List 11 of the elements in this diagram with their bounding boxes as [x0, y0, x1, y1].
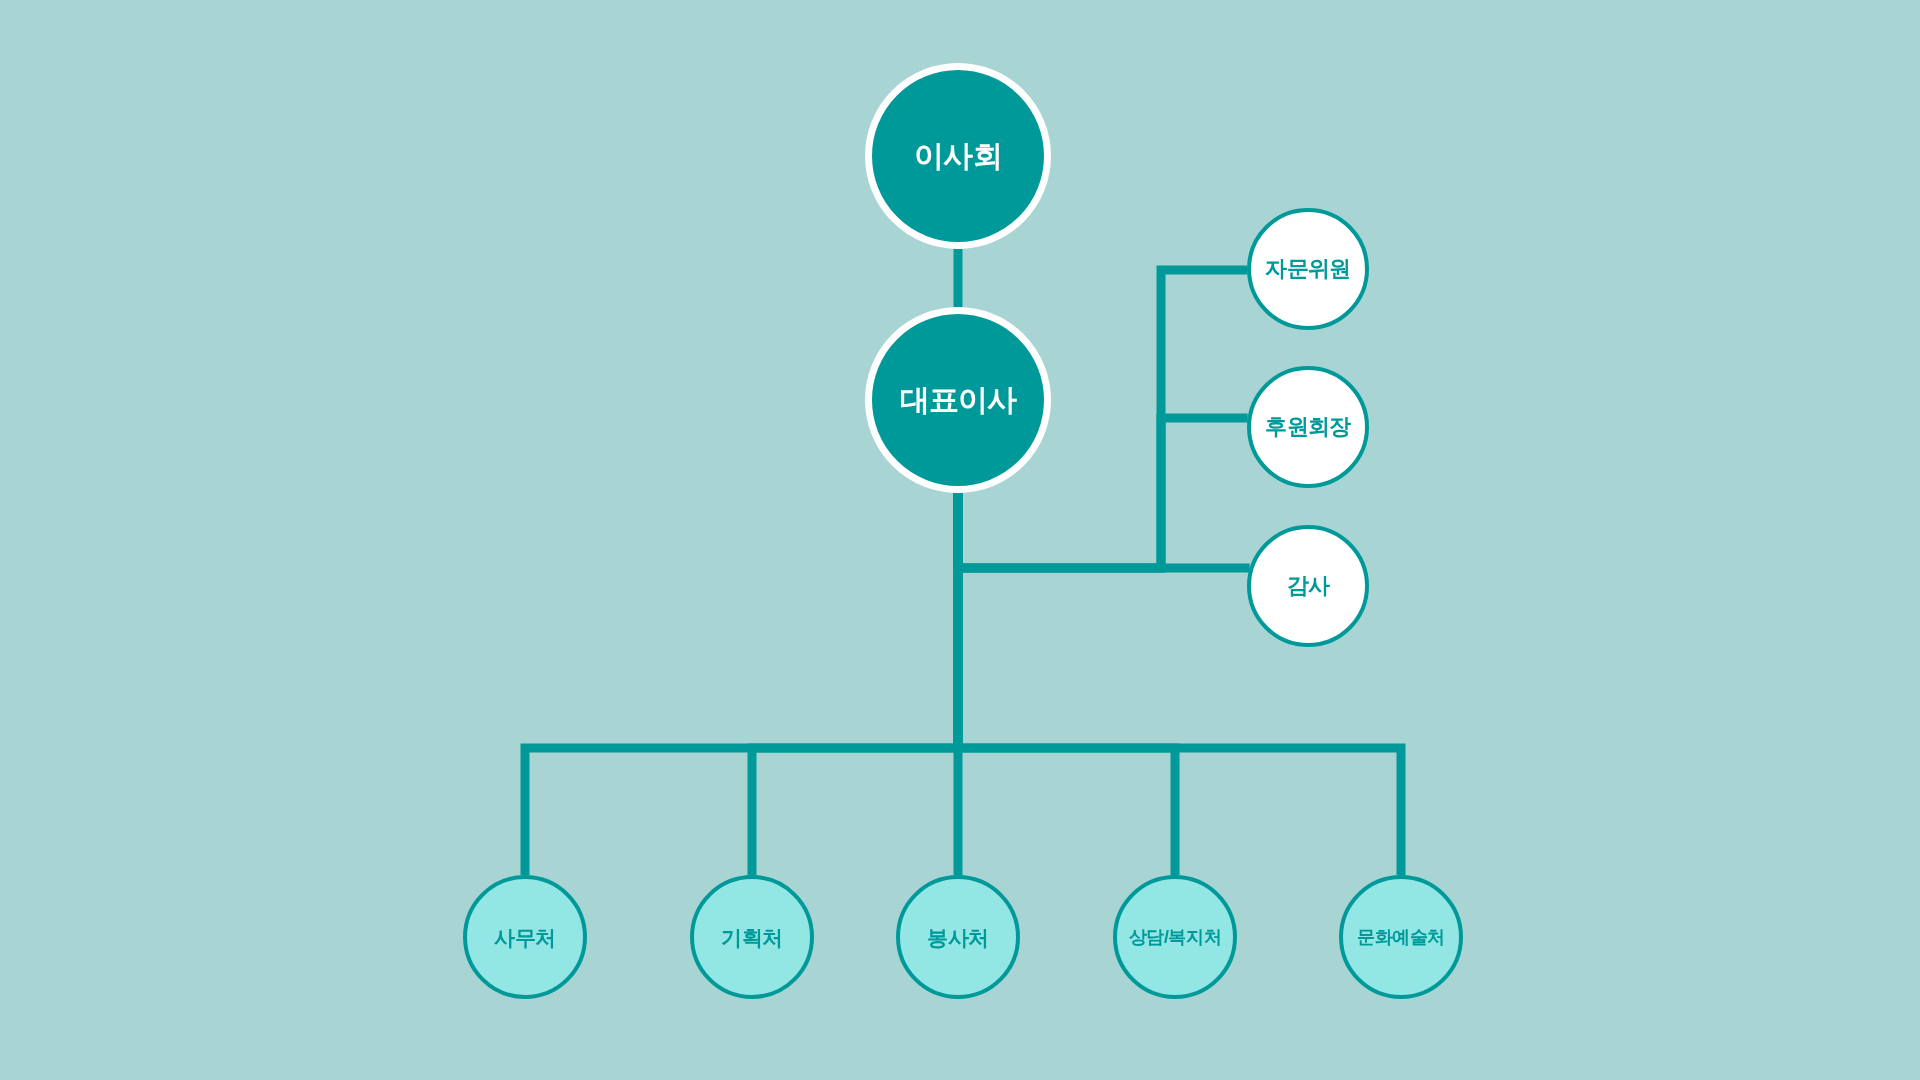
- connector-line: [953, 249, 963, 307]
- unit-label: 이사회: [914, 141, 1002, 171]
- unit-label: 봉사처: [927, 926, 989, 948]
- unit-label: 기획처: [721, 926, 783, 948]
- unit-label: 상담/복지처: [1128, 928, 1222, 946]
- unit-label: 대표이사: [899, 385, 1017, 415]
- unit-label: 문화예술처: [1357, 928, 1445, 946]
- unit-label: 감사: [1286, 575, 1330, 597]
- unit-label: 사무처: [494, 926, 556, 948]
- unit-label: 후원회장: [1265, 416, 1351, 438]
- unit-label: 자문위원: [1265, 258, 1351, 280]
